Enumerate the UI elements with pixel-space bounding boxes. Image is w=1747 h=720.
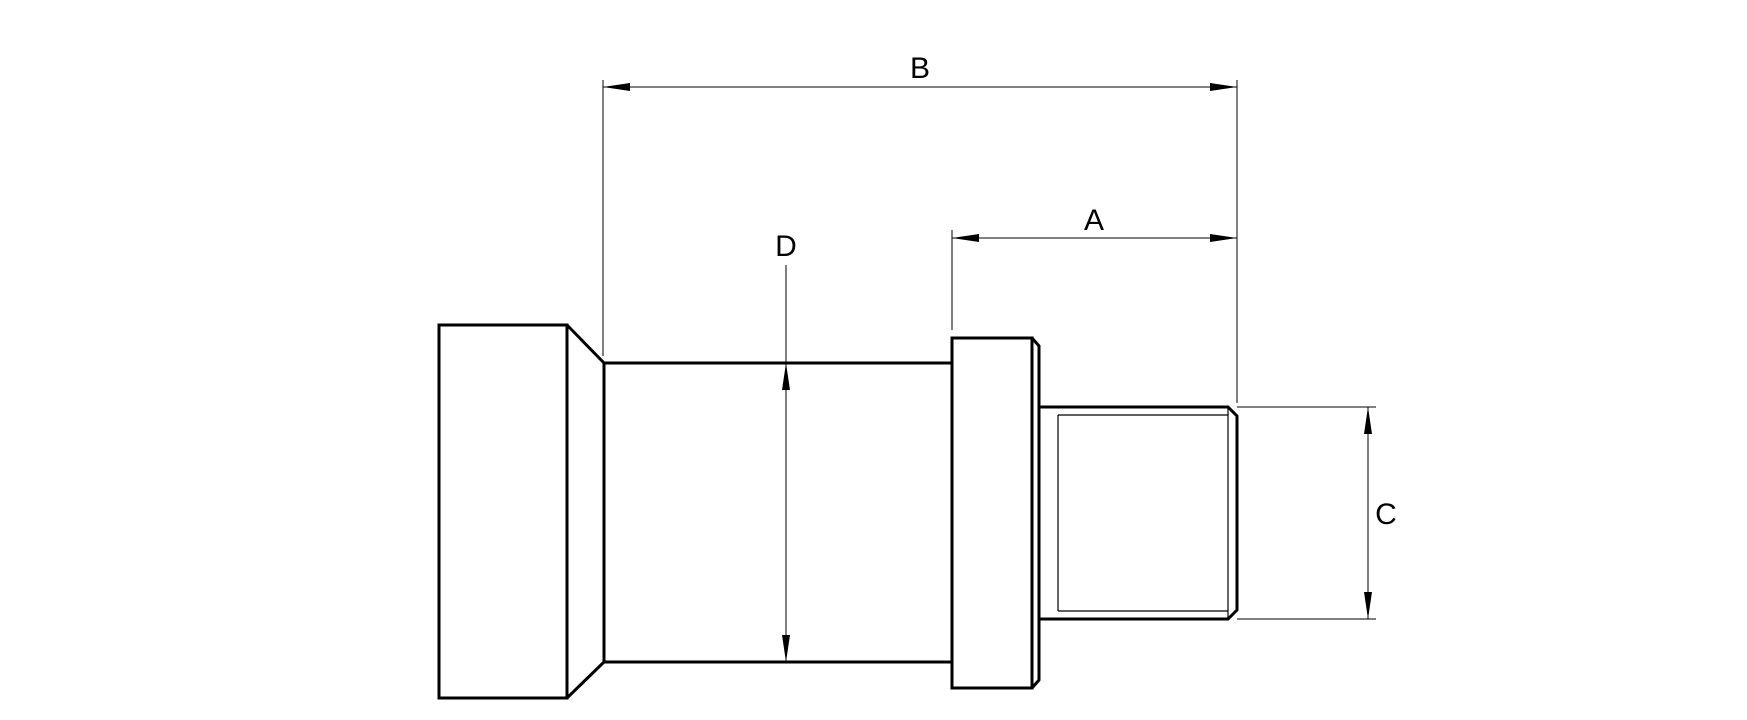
- dimension-a: A: [951, 204, 1237, 330]
- collar: [950, 336, 1034, 690]
- dim-a-arrow-left: [952, 234, 979, 242]
- head-chamfer: [565, 323, 606, 700]
- fitting-part: [437, 323, 1239, 700]
- thread-lines: [1057, 407, 1229, 619]
- threaded-spigot: [1039, 405, 1239, 621]
- dimension-c: C: [1237, 406, 1397, 620]
- dim-d-label: D: [775, 230, 797, 263]
- dim-b-label: B: [910, 52, 930, 85]
- collar-chamfer: [1030, 337, 1041, 689]
- dim-a-label: A: [1084, 204, 1104, 237]
- dimension-b: B: [602, 52, 1238, 403]
- head-block: [437, 323, 569, 700]
- dim-b-arrow-left: [603, 83, 630, 91]
- dim-d-arrow-bottom: [782, 635, 790, 662]
- dim-a-arrow-right: [1210, 234, 1237, 242]
- dim-c-label: C: [1375, 498, 1397, 531]
- dim-d-arrow-top: [782, 363, 790, 390]
- dimension-d: D: [775, 230, 797, 662]
- dim-c-arrow-top: [1364, 407, 1372, 434]
- dim-b-arrow-right: [1210, 83, 1237, 91]
- main-body: [604, 361, 952, 664]
- dim-c-arrow-bottom: [1364, 592, 1372, 619]
